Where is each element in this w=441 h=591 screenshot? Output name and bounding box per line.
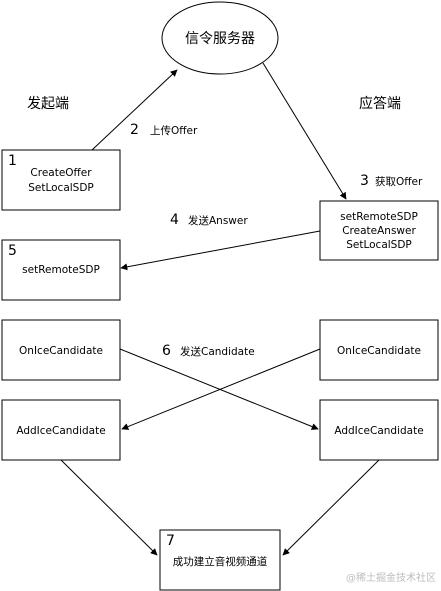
step6-number: 6 bbox=[162, 343, 171, 359]
candidate-edge-left-to-right bbox=[119, 348, 319, 430]
send-answer-edge bbox=[120, 230, 321, 271]
left-addicecandidate-label: AddIceCandidate bbox=[16, 425, 105, 437]
step4-label: 发送Answer bbox=[188, 214, 248, 227]
step4-number: 4 bbox=[170, 212, 179, 228]
step5-number: 5 bbox=[8, 243, 17, 259]
step3-line1: setRemoteSDP bbox=[340, 211, 418, 223]
upload-offer-edge bbox=[91, 69, 178, 151]
candidate-edge-right-to-left bbox=[121, 348, 321, 430]
step2-label: 上传Offer bbox=[150, 125, 198, 137]
signaling-server-node bbox=[161, 1, 279, 75]
step1-line2: SetLocalSDP bbox=[28, 182, 94, 194]
step3-line3: SetLocalSDP bbox=[346, 239, 412, 251]
signaling-server-label: 信令服务器 bbox=[185, 31, 255, 47]
right-onicecandidate-box bbox=[319, 319, 439, 381]
step5-box bbox=[1, 239, 121, 301]
right-addicecandidate-label: AddIceCandidate bbox=[334, 425, 423, 437]
step1-number: 1 bbox=[8, 153, 17, 169]
step2-number: 2 bbox=[130, 122, 139, 138]
step1-box bbox=[1, 149, 121, 211]
fetch-offer-edge bbox=[262, 62, 347, 200]
step7-line: 成功建立音视频通道 bbox=[173, 555, 268, 568]
caller-side-label: 发起端 bbox=[27, 96, 69, 112]
right-onicecandidate-label: OnIceCandidate bbox=[337, 345, 421, 357]
callee-side-label: 应答端 bbox=[359, 95, 401, 112]
step7-box bbox=[159, 529, 281, 591]
step5-line: setRemoteSDP bbox=[22, 264, 100, 276]
step6-label: 发送Candidate bbox=[180, 345, 255, 358]
step3-line2: CreateAnswer bbox=[342, 225, 416, 237]
step3-box bbox=[319, 200, 439, 261]
left-to-connection-edge bbox=[60, 459, 158, 556]
left-onicecandidate-box bbox=[1, 319, 121, 381]
watermark: @稀土掘金技术社区 bbox=[346, 571, 436, 584]
step1-line1: CreateOffer bbox=[30, 167, 92, 179]
left-onicecandidate-label: OnIceCandidate bbox=[19, 345, 103, 357]
step7-number: 7 bbox=[166, 533, 175, 549]
step3-number: 3 bbox=[360, 173, 369, 189]
step3-label: 获取Offer bbox=[375, 176, 423, 188]
right-to-connection-edge bbox=[282, 459, 380, 556]
